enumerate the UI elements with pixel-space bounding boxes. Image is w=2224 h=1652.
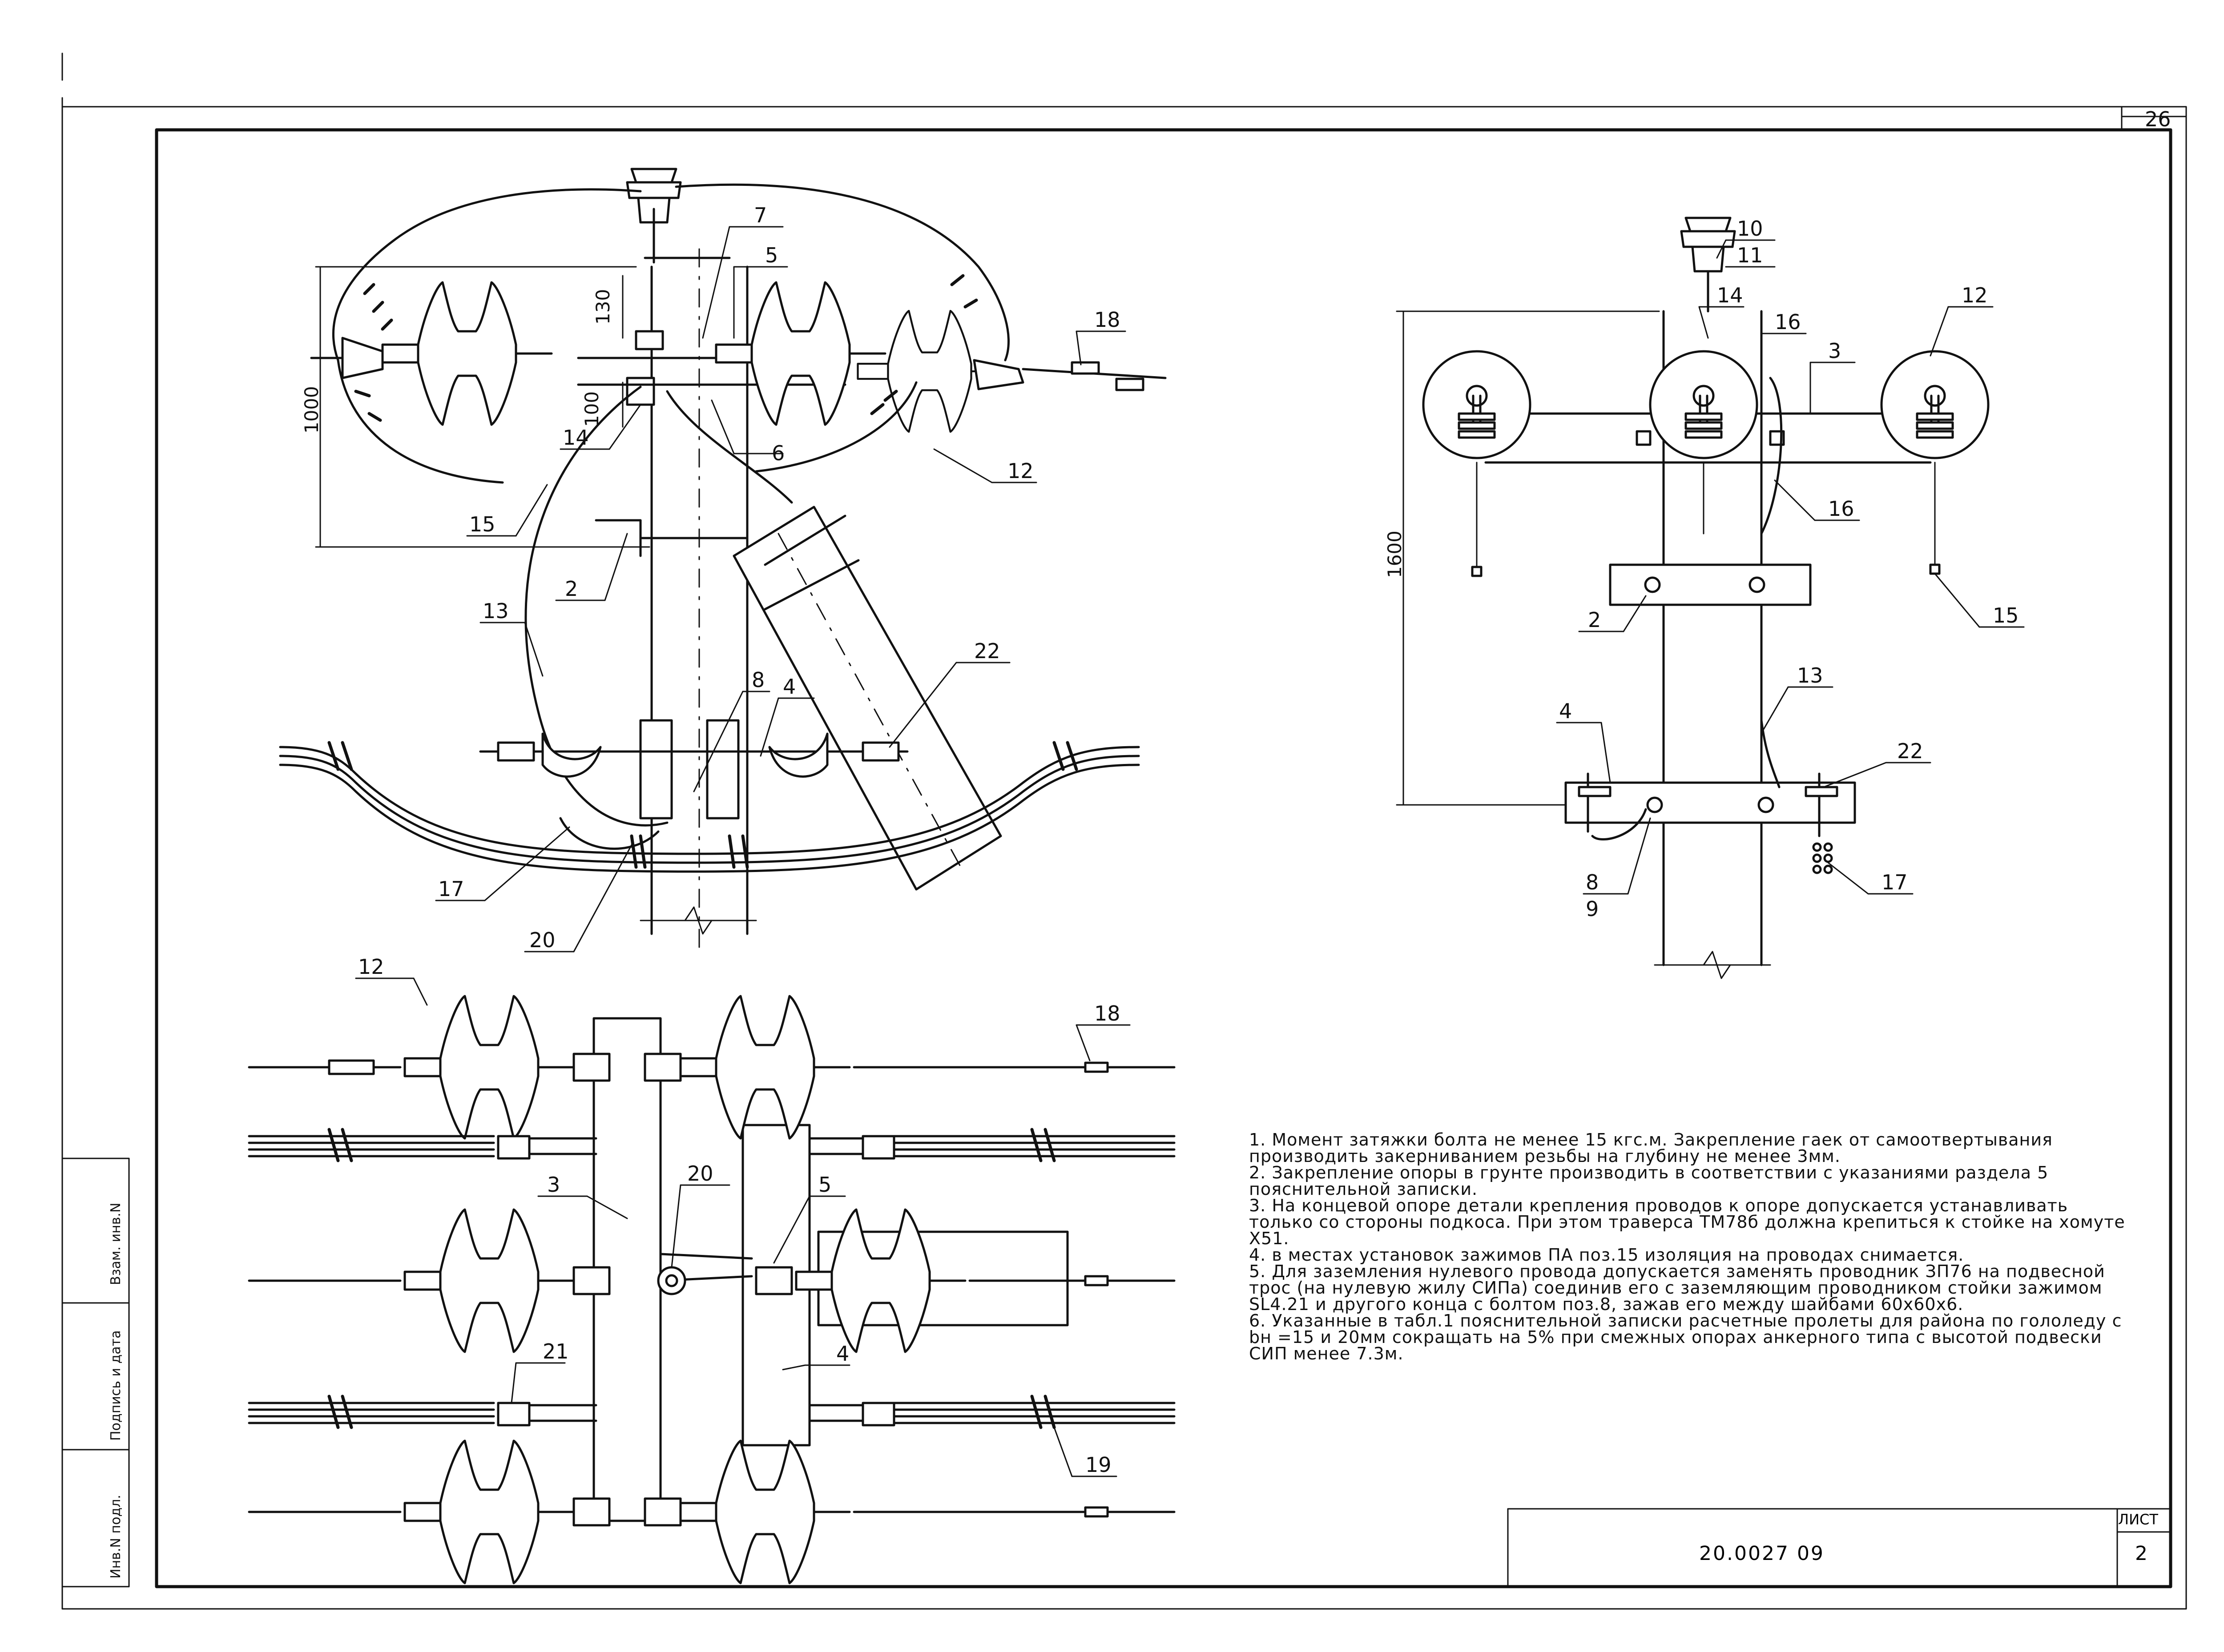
label-3-a: 3 xyxy=(1828,339,1841,363)
label-22-b: 22 xyxy=(1897,739,1923,763)
label-6: 6 xyxy=(772,441,785,465)
label-5: 5 xyxy=(765,243,778,267)
label-10: 10 xyxy=(1737,217,1763,241)
label-21: 21 xyxy=(543,1339,569,1363)
note-4: 4. в местах установок зажимов ПА поз.15 … xyxy=(1249,1245,1964,1265)
sheet-frame xyxy=(61,52,2187,1610)
label-17-a: 17 xyxy=(438,877,464,901)
label-11: 11 xyxy=(1737,243,1763,267)
dim-130: 130 xyxy=(592,289,614,325)
label-18: 18 xyxy=(1094,308,1120,332)
document-code: 20.0027 09 xyxy=(1699,1542,1825,1565)
sidebar-field-replacement: Взам. инв.N xyxy=(108,1203,124,1285)
technical-notes: 1. Момент затяжки болта не менее 15 кгс.… xyxy=(1249,1130,2131,1363)
dim-100: 100 xyxy=(581,391,603,427)
label-4-a: 4 xyxy=(783,675,796,699)
label-20-a: 20 xyxy=(529,928,556,952)
label-15-b: 15 xyxy=(1993,603,2019,627)
binding-strip-labels: Взам. инв.N Подпись и дата Инв.N подл. xyxy=(108,1203,124,1579)
label-3-b: 3 xyxy=(547,1173,560,1197)
sheet-number: 2 xyxy=(2135,1542,2147,1565)
label-19: 19 xyxy=(1085,1453,1112,1477)
dim-1000: 1000 xyxy=(301,386,322,434)
label-15-a: 15 xyxy=(469,512,496,536)
label-8-a: 8 xyxy=(752,668,765,692)
sidebar-field-signature: Подпись и дата xyxy=(108,1330,124,1441)
note-3: 3. На концевой опоре детали крепления пр… xyxy=(1249,1196,2131,1248)
view-plan xyxy=(248,996,1176,1583)
label-20-b: 20 xyxy=(687,1162,713,1186)
label-5-b: 5 xyxy=(818,1173,831,1197)
note-6: 6. Указанные в табл.1 пояснительной запи… xyxy=(1249,1311,2128,1363)
label-14: 14 xyxy=(563,426,589,450)
dim-1600: 1600 xyxy=(1384,531,1406,578)
label-14-b: 14 xyxy=(1717,283,1743,307)
label-12-a: 12 xyxy=(1007,459,1034,483)
view-front-elevation: 1600 xyxy=(1384,218,1988,979)
label-9: 9 xyxy=(1586,897,1599,921)
sheet-label: ЛИСТ xyxy=(2118,1511,2158,1528)
label-22-a: 22 xyxy=(974,639,1000,663)
label-12-c: 12 xyxy=(358,955,384,979)
label-16-b: 16 xyxy=(1828,497,1854,521)
label-4-c: 4 xyxy=(836,1342,849,1366)
label-12-b: 12 xyxy=(1962,283,1988,307)
label-17-b: 17 xyxy=(1882,870,1908,894)
label-2-b: 2 xyxy=(1588,608,1601,632)
label-7: 7 xyxy=(754,203,767,227)
label-8-b: 8 xyxy=(1586,870,1599,894)
page-corner-number: 26 xyxy=(2145,107,2171,131)
label-18-b: 18 xyxy=(1094,1001,1120,1025)
label-16-a: 16 xyxy=(1775,310,1801,334)
view2-callouts: 10 11 14 16 3 12 16 2 15 13 4 22 8 9 17 xyxy=(1556,217,2025,921)
view3-callouts: 12 18 3 20 5 4 21 19 xyxy=(355,955,1131,1477)
note-1: 1. Момент затяжки болта не менее 15 кгс.… xyxy=(1249,1130,2059,1166)
sidebar-field-inventory: Инв.N подл. xyxy=(108,1495,124,1579)
label-13-b: 13 xyxy=(1797,663,1823,687)
note-5: 5. Для заземления нулевого провода допус… xyxy=(1249,1262,2111,1314)
view1-callouts: 7 5 18 14 6 12 15 2 13 8 4 22 17 20 xyxy=(435,203,1126,953)
label-4-b: 4 xyxy=(1559,699,1572,723)
note-2: 2. Закрепление опоры в грунте производит… xyxy=(1249,1163,2055,1199)
label-2-a: 2 xyxy=(565,577,578,601)
label-13-a: 13 xyxy=(483,599,509,623)
view-side-elevation: 130 1000 100 xyxy=(279,169,1167,948)
